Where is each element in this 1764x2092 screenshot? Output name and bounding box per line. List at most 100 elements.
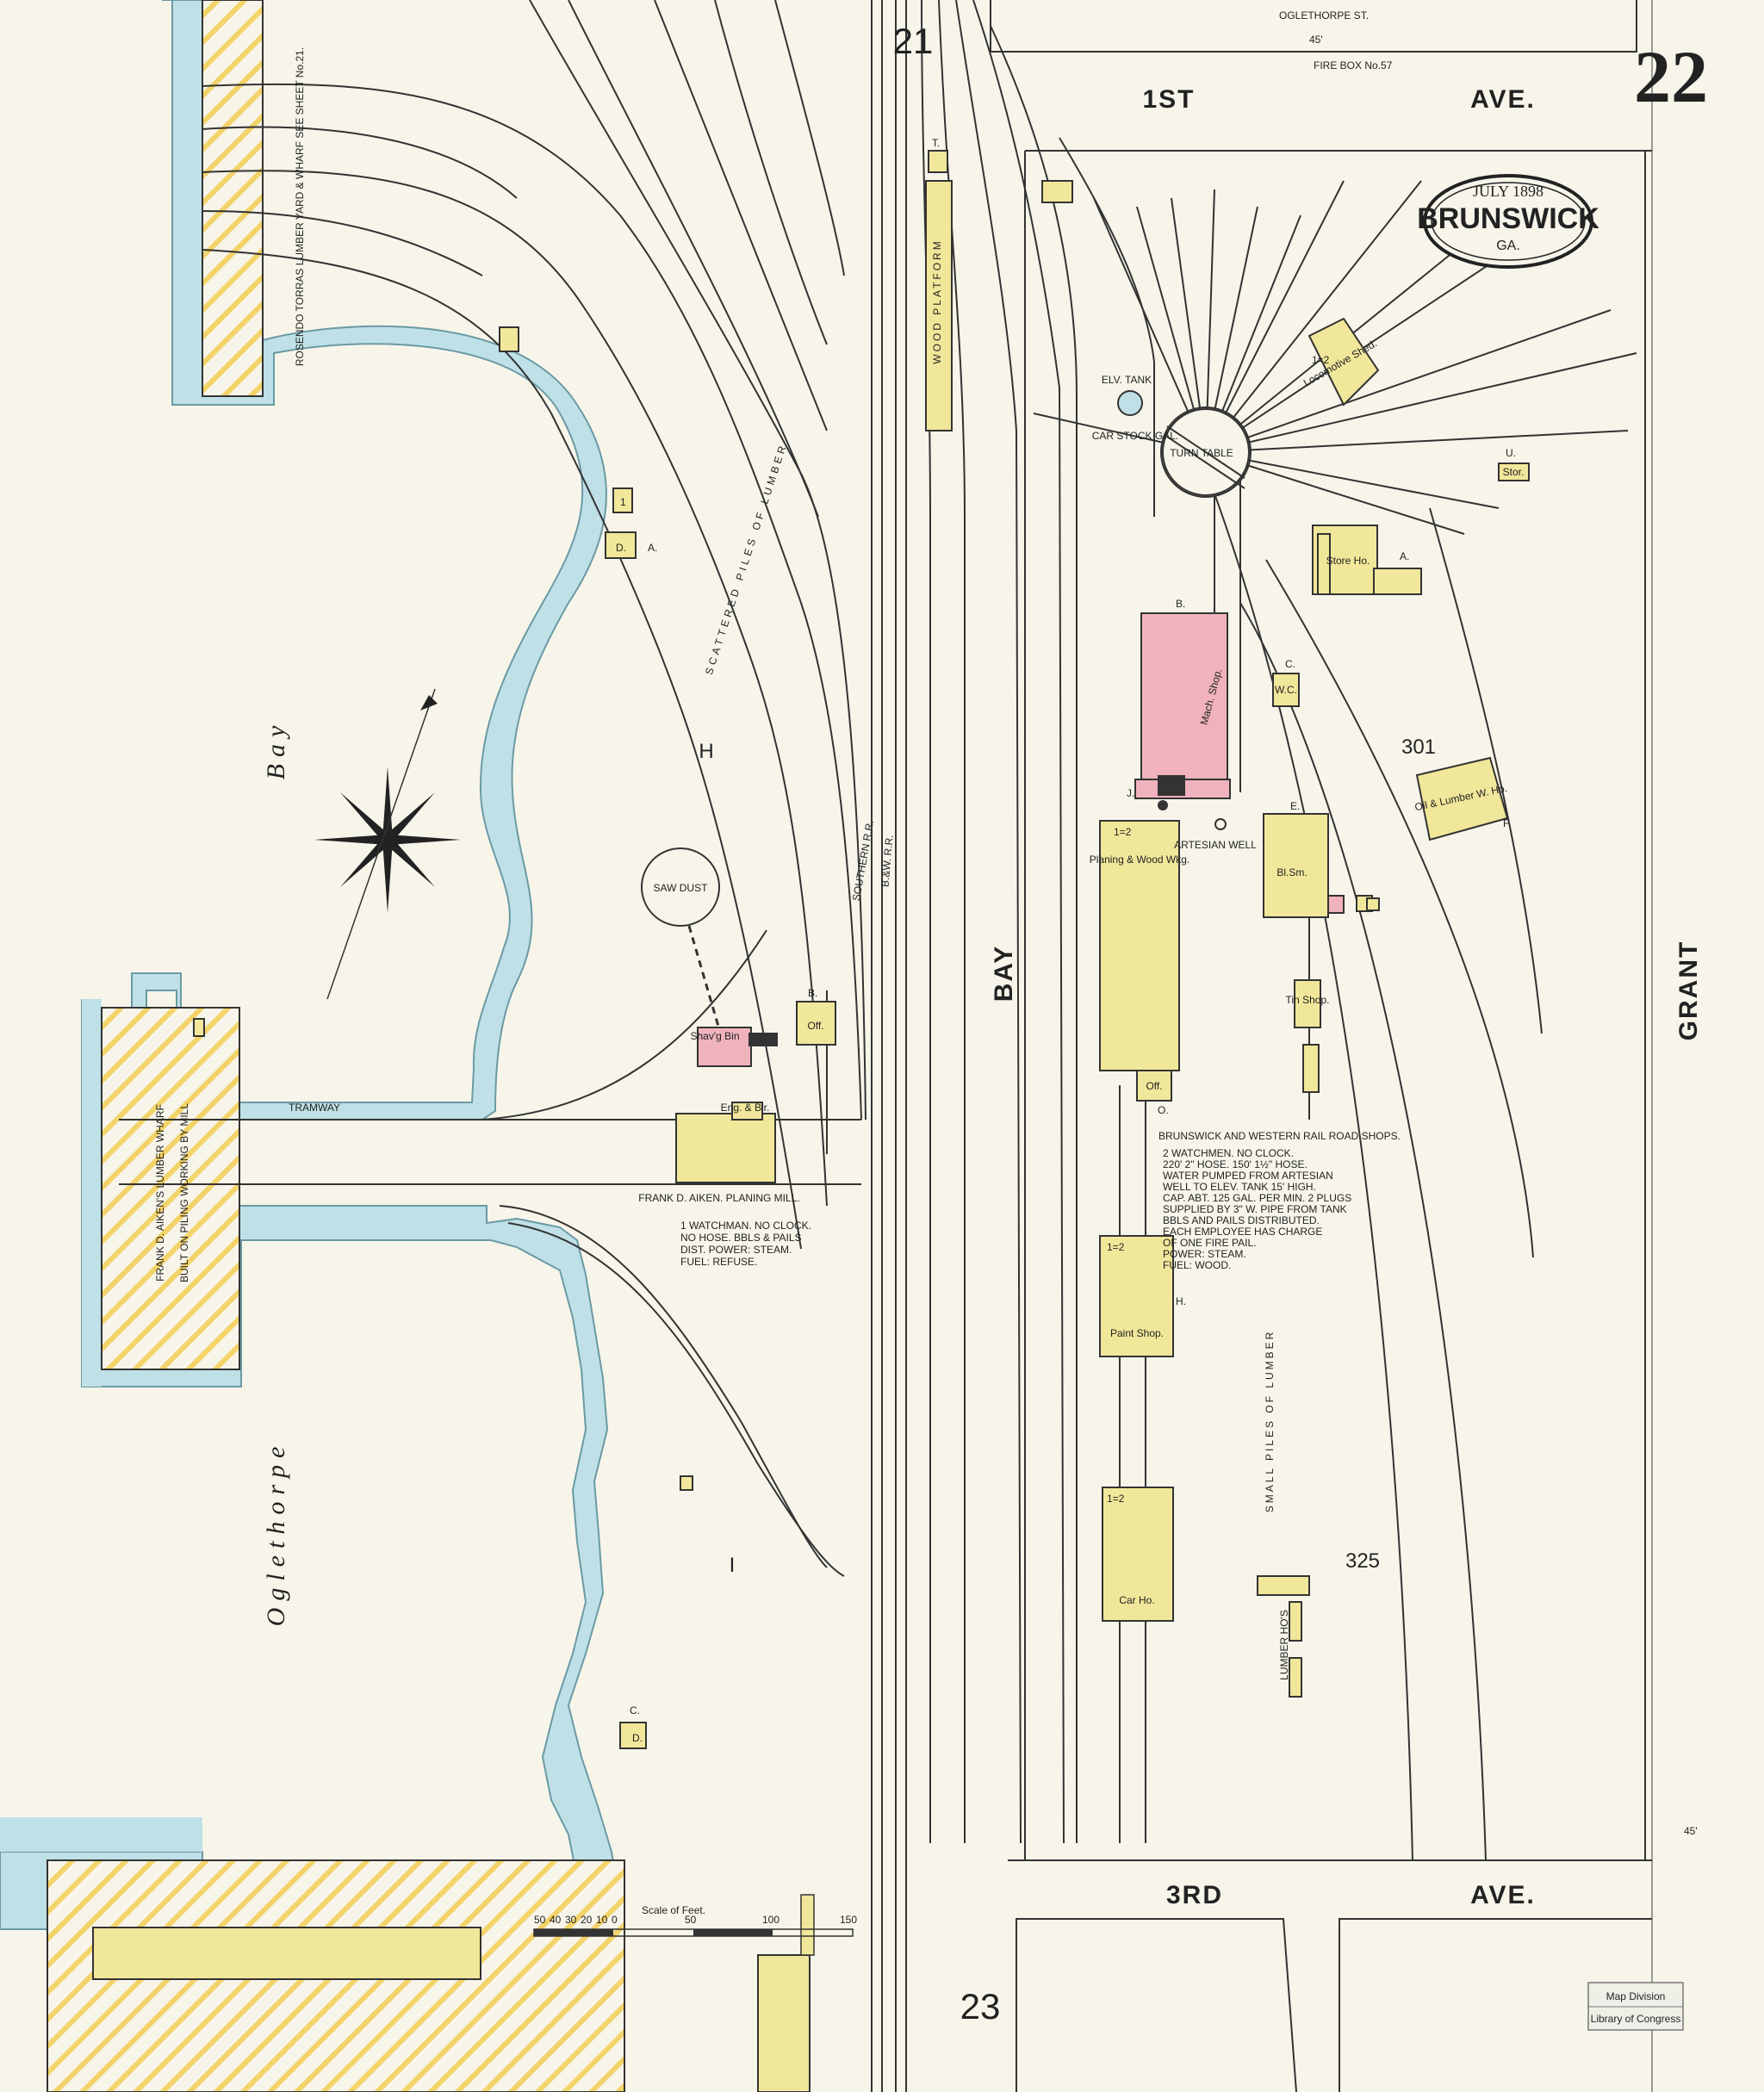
off-o-label: O. bbox=[1158, 1104, 1169, 1116]
aiken-off-label: Off. bbox=[807, 1020, 823, 1032]
bl-sm-label: Bl.Sm. bbox=[1276, 866, 1307, 878]
aiken-engine-boiler bbox=[697, 1027, 752, 1067]
aiken-mill-note-4: FUEL: REFUSE. bbox=[680, 1256, 757, 1268]
south-building-2 bbox=[800, 1894, 815, 1956]
oil-f-label: F. bbox=[1503, 817, 1511, 829]
loco-stories: 1=2 bbox=[1312, 354, 1330, 366]
aiken-b-label: B. bbox=[808, 987, 817, 999]
south-warehouse bbox=[92, 1927, 481, 1980]
shops-note-2: 220' 2" HOSE. 150' 1½" HOSE. bbox=[1163, 1158, 1307, 1170]
scale-tick-5: 0 bbox=[612, 1914, 618, 1926]
tin-shop-label: Tin Shop. bbox=[1286, 994, 1330, 1006]
shops-note-3: WATER PUMPED FROM ARTESIAN bbox=[1163, 1170, 1333, 1182]
fire-box-label: FIRE BOX No.57 bbox=[1314, 59, 1393, 71]
title-cartouche: JULY 1898 BRUNSWICK GA. bbox=[1417, 174, 1599, 269]
lower-c-label: C. bbox=[630, 1704, 640, 1716]
city-name: BRUNSWICK bbox=[1417, 202, 1599, 235]
compass-rose bbox=[314, 688, 461, 1000]
shed-a-label: A. bbox=[648, 542, 657, 554]
wood-platform-label: WOOD PLATFORM bbox=[931, 239, 943, 363]
lower-d-label: D. bbox=[632, 1732, 643, 1744]
tramway-label: TRAMWAY bbox=[289, 1102, 340, 1114]
oglethorpe-street-label: OGLETHORPE ST. bbox=[1279, 9, 1369, 22]
eng-boiler-label: Eng. & Blr. bbox=[721, 1102, 770, 1114]
rail-tracks bbox=[119, 0, 1543, 2092]
shops-note-9: OF ONE FIRE PAIL. bbox=[1163, 1237, 1256, 1249]
scale-tick-2: 30 bbox=[565, 1914, 577, 1926]
first-ave-label: AVE. bbox=[1470, 85, 1536, 114]
grant-street-label: GRANT bbox=[1674, 940, 1703, 1041]
paint-stories: 1=2 bbox=[1107, 1241, 1125, 1253]
adjacent-sheet-top: 21 bbox=[893, 21, 934, 61]
third-ave-number: 3RD bbox=[1166, 1881, 1223, 1909]
oglethorpe-street-width: 45' bbox=[1309, 34, 1323, 46]
paint-h-label: H. bbox=[1176, 1295, 1186, 1307]
j-label: J. bbox=[1127, 787, 1134, 799]
locomotive-shed bbox=[1307, 317, 1380, 407]
aiken-office bbox=[796, 1001, 836, 1046]
bay-street-label: BAY bbox=[990, 945, 1018, 1003]
south-building bbox=[757, 1954, 811, 2092]
scale-tick-0: 50 bbox=[534, 1914, 546, 1926]
aiken-mill-label: FRANK D. AIKEN. PLANING MILL. bbox=[638, 1192, 799, 1204]
scale-tick-8: 150 bbox=[840, 1914, 857, 1926]
saw-dust-label: SAW DUST bbox=[654, 882, 709, 894]
stamp-line2: Library of Congress bbox=[1591, 2013, 1681, 2025]
u-label: U. bbox=[1506, 447, 1516, 459]
planing-stories: 1=2 bbox=[1114, 826, 1132, 838]
turn-table bbox=[1033, 180, 1637, 535]
aiken-planing-mill bbox=[675, 1113, 776, 1183]
shed-stories: 1 bbox=[620, 496, 626, 508]
first-ave-number: 1ST bbox=[1142, 85, 1195, 114]
blacksmith-shop bbox=[1263, 813, 1329, 918]
scale-bar: Scale of Feet. 50 40 30 20 10 0 50 100 1… bbox=[533, 1904, 857, 1937]
lumber-hos-label: LUMBER HO'S bbox=[1278, 1610, 1290, 1680]
bw-rr-label: B.&W. R.R. bbox=[879, 835, 895, 888]
scale-tick-6: 50 bbox=[685, 1914, 697, 1926]
saw-dust-pile bbox=[641, 847, 720, 927]
sheet-date: JULY 1898 bbox=[1473, 183, 1544, 200]
aiken-wharf-label: FRANK D. AIKEN'S LUMBER WHARF bbox=[154, 1104, 166, 1282]
paint-shop bbox=[1099, 1235, 1174, 1357]
turn-table-label: TURN TABLE bbox=[1170, 447, 1233, 459]
store-a-label: A. bbox=[1400, 550, 1409, 562]
shops-title: BRUNSWICK AND WESTERN RAIL ROAD SHOPS. bbox=[1158, 1130, 1401, 1142]
car-ho-label: Car Ho. bbox=[1119, 1594, 1154, 1606]
block-h-label: H bbox=[699, 740, 713, 763]
planing-label: Planing & Wood Wkg. bbox=[1090, 854, 1190, 866]
elevated-tank bbox=[1117, 390, 1143, 416]
block-325-label: 325 bbox=[1345, 1549, 1380, 1573]
scale-tick-7: 100 bbox=[762, 1914, 780, 1926]
water-closet bbox=[1272, 673, 1300, 707]
shops-note-10: POWER: STEAM. bbox=[1163, 1248, 1246, 1260]
car-stock-label: CAR STOCK GAL. bbox=[1092, 430, 1178, 442]
oil-lumber-warehouse bbox=[1415, 756, 1509, 841]
wood-platform bbox=[925, 180, 953, 431]
grant-street-width: 45' bbox=[1684, 1825, 1698, 1837]
sheet-number: 22 bbox=[1634, 35, 1708, 118]
torras-label: ROSENDO TORRAS LUMBER YARD & WHARF SEE S… bbox=[294, 47, 306, 366]
shavings-label: Shav'g Bin bbox=[691, 1030, 740, 1042]
shops-note-7: BBLS AND PAILS DISTRIBUTED. bbox=[1163, 1214, 1320, 1226]
scale-tick-3: 20 bbox=[581, 1914, 593, 1926]
tin-shop bbox=[1294, 979, 1321, 1028]
mach-b-label: B. bbox=[1176, 598, 1185, 610]
planing-wood-working bbox=[1099, 820, 1180, 1071]
scale-title: Scale of Feet. bbox=[642, 1904, 705, 1916]
adjacent-sheet-bottom: 23 bbox=[960, 1986, 1001, 2027]
shops-note-1: 2 WATCHMEN. NO CLOCK. bbox=[1163, 1147, 1294, 1159]
t-label: T. bbox=[932, 137, 940, 149]
shops-note-4: WELL TO ELEV. TANK 15' HIGH. bbox=[1163, 1181, 1316, 1193]
blsm-e-label: E. bbox=[1290, 800, 1300, 812]
third-ave-label: AVE. bbox=[1470, 1881, 1536, 1909]
shops-note-8: EACH EMPLOYEE HAS CHARGE bbox=[1163, 1226, 1322, 1238]
scale-tick-1: 40 bbox=[550, 1914, 562, 1926]
oglethorpe-water-label: Oglethorpe bbox=[262, 1440, 290, 1627]
car-stories: 1=2 bbox=[1107, 1493, 1125, 1505]
torras-wharf bbox=[202, 0, 264, 397]
shops-off-label: Off. bbox=[1146, 1080, 1162, 1092]
artesian-well-label: ARTESIAN WELL bbox=[1174, 839, 1257, 851]
car-house bbox=[1102, 1487, 1174, 1622]
buildings bbox=[193, 150, 1530, 1749]
